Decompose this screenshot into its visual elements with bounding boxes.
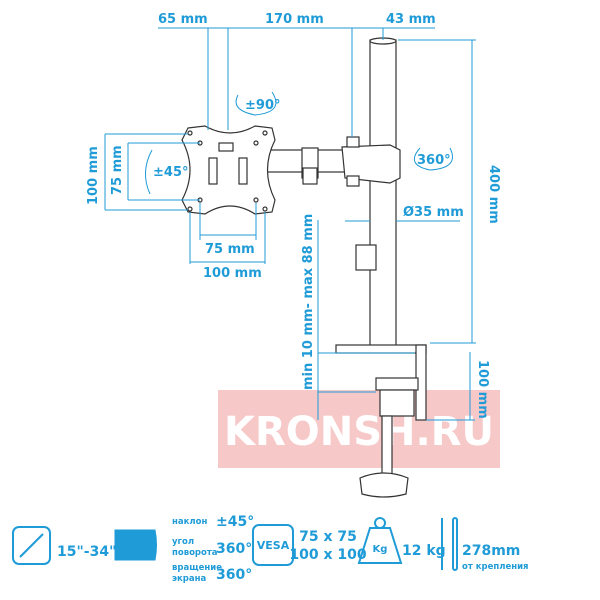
pole (355, 37, 397, 349)
swivel-spec-label-1: угол (172, 537, 194, 547)
screen-size-value: 15"-34" (57, 544, 116, 560)
diagonal-icon (12, 526, 51, 565)
vesa-plate (181, 125, 276, 215)
tilt-spec-label: наклон (172, 517, 207, 527)
spec-screen-size: 15"-34" (12, 526, 116, 565)
wall-distance-label: от крепления (462, 562, 529, 572)
vesa-height-large: 100 mm (86, 146, 101, 205)
vesa-value-2: 100 x 100 (289, 547, 366, 563)
spec-wall-distance: 278mm от крепления (441, 517, 529, 572)
pole-height-label: 400 mm (486, 165, 501, 224)
swivel-spec-label-2: поворота (172, 548, 218, 558)
weight-value: 12 kg (402, 543, 446, 559)
vesa-height-small: 75 mm (110, 145, 125, 195)
spec-weight: Kg 12 kg (357, 517, 446, 564)
rotate-spec-value: 360° (216, 567, 252, 583)
arm (264, 136, 401, 187)
rotate-spec-label-2: экрана (172, 574, 207, 584)
spec-angles: наклон ±45° угол поворота 360° вращение … (172, 514, 254, 584)
vesa-width-large: 100 mm (203, 266, 262, 281)
swivel-label: ±90° (245, 98, 280, 113)
vesa-icon (252, 524, 294, 566)
monitor-rotation-icon (114, 529, 157, 561)
watermark: KRONSH.RU (218, 390, 500, 468)
swivel-spec-value: 360° (216, 541, 252, 557)
offset-label: 65 mm (158, 12, 208, 27)
clamp-range-label: min 10 mm- max 88 mm (301, 214, 316, 390)
rotation-label: 360° (417, 153, 451, 168)
clamp-depth-label: 100 mm (475, 360, 490, 419)
arm-length-label: 170 mm (265, 12, 324, 27)
wall-distance-value: 278mm (462, 543, 520, 559)
dimension-lines (104, 27, 476, 421)
weight-icon (374, 517, 386, 529)
desk-clamp (335, 344, 427, 498)
pole-top-label: 43 mm (386, 12, 436, 27)
pole-diameter-label: Ø35 mm (403, 205, 464, 220)
vesa-width-small: 75 mm (205, 242, 255, 257)
tilt-spec-value: ±45° (216, 514, 254, 530)
spec-vesa: VESA 75 x 75 100 x 100 (252, 524, 367, 566)
weight-badge: Kg (373, 544, 388, 555)
rotate-spec-label-1: вращение (172, 563, 222, 573)
vesa-value-1: 75 x 75 (299, 529, 357, 545)
vesa-badge: VESA (257, 539, 290, 552)
tilt-label: ±45° (153, 165, 188, 180)
watermark-text: KRONSH.RU (224, 409, 494, 455)
